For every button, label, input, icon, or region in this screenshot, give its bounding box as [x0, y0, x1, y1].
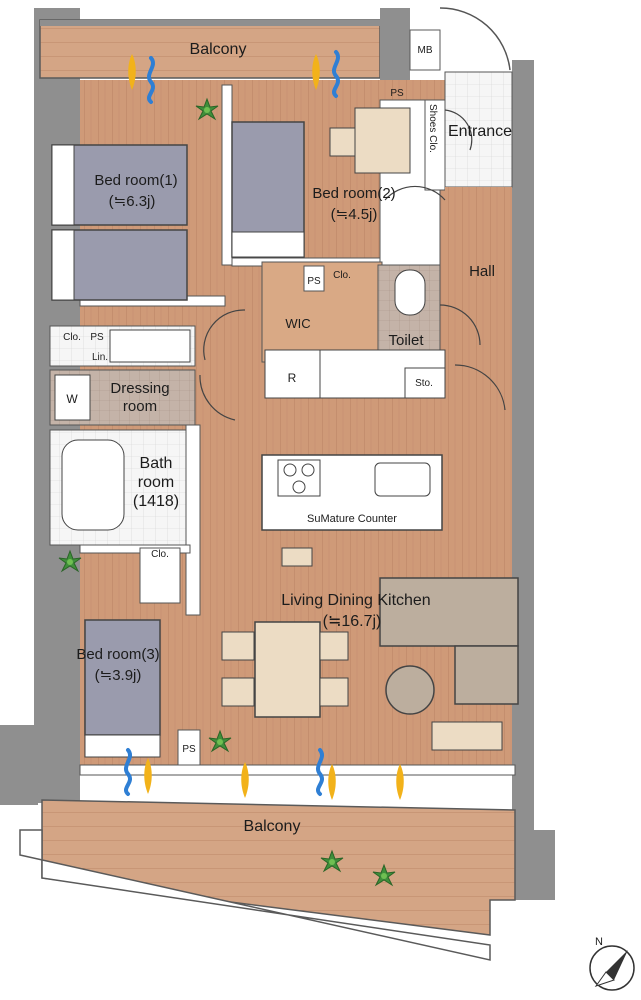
- dining-chair: [221, 631, 255, 661]
- dressing-label-2: room: [123, 398, 157, 415]
- dining-chair: [221, 677, 255, 707]
- ps-bottom-label: PS: [182, 744, 196, 755]
- tv-board: [431, 721, 503, 751]
- ps-mid-label: PS: [307, 276, 321, 287]
- bed3-size: (≒3.9j): [95, 667, 142, 684]
- refrigerator: [264, 349, 321, 399]
- north-label: N: [595, 936, 603, 948]
- bed-3: [84, 619, 161, 736]
- balcony-bottom-label: Balcony: [244, 818, 301, 835]
- wic-label: WIC: [285, 316, 310, 331]
- entrance-label: Entrance: [448, 123, 512, 140]
- closet-mid-label: Clo.: [333, 270, 351, 281]
- sofa-chaise: [454, 645, 519, 705]
- closet-bed3-label: Clo.: [151, 549, 169, 560]
- hall-label: Hall: [469, 263, 495, 280]
- ps-left-label: PS: [90, 332, 104, 343]
- closet-bed3: [139, 547, 181, 604]
- toilet-label: Toilet: [388, 332, 424, 349]
- sink: [374, 462, 431, 497]
- bed3-name: Bed room(3): [76, 646, 159, 663]
- stool: [281, 547, 313, 567]
- wall-bed1-bed2: [221, 84, 233, 266]
- balcony-rail: [19, 829, 491, 961]
- cooktop: [277, 459, 321, 497]
- closet-left-label: Clo.: [63, 332, 81, 343]
- ldk-size: (≒16.7j): [323, 613, 382, 630]
- balcony-top-label: Balcony: [190, 41, 247, 58]
- sumature-counter-label: SuMature Counter: [307, 513, 397, 525]
- sofa: [379, 577, 519, 647]
- vanity: [109, 329, 191, 363]
- bed1-name: Bed room(1): [94, 172, 177, 189]
- north-arrow-icon: [606, 950, 628, 980]
- bed2-name: Bed room(2): [312, 185, 395, 202]
- mb-box: [409, 29, 441, 71]
- shoes-closet-label: Shoes Clo.: [427, 104, 438, 153]
- storage-box: [404, 367, 446, 399]
- bed1-size: (≒6.3j): [109, 193, 156, 210]
- mb-label: MB: [418, 45, 433, 56]
- toilet-bowl: [394, 269, 426, 316]
- washer-label: W: [66, 392, 78, 406]
- compass: N: [589, 936, 635, 991]
- dressing-label-1: Dressing: [110, 380, 169, 397]
- desk: [354, 107, 411, 174]
- dining-chair: [319, 631, 349, 661]
- bath-label-3: (1418): [133, 493, 179, 510]
- bathtub: [61, 439, 125, 531]
- entrance-floor: [444, 71, 513, 188]
- desk-chair: [329, 127, 356, 157]
- ps-top-label: PS: [390, 88, 404, 99]
- wall-east: [512, 60, 534, 860]
- ldk-name: Living Dining Kitchen: [281, 592, 430, 609]
- storage-label: Sto.: [415, 378, 433, 389]
- refrigerator-label: R: [288, 371, 297, 385]
- window-south: [79, 764, 516, 776]
- linen-label: Lin.: [92, 352, 108, 363]
- washer: [54, 374, 91, 421]
- hall-floor: [445, 187, 512, 557]
- coffee-table: [385, 665, 435, 715]
- dining-table: [254, 621, 321, 718]
- column-southwest: [0, 725, 38, 805]
- bed2-size: (≒4.5j): [331, 206, 378, 223]
- bath-label-1: Bath: [140, 455, 173, 472]
- entrance-door-swing: [439, 7, 511, 71]
- bath-label-2: room: [138, 474, 174, 491]
- dining-chair: [319, 677, 349, 707]
